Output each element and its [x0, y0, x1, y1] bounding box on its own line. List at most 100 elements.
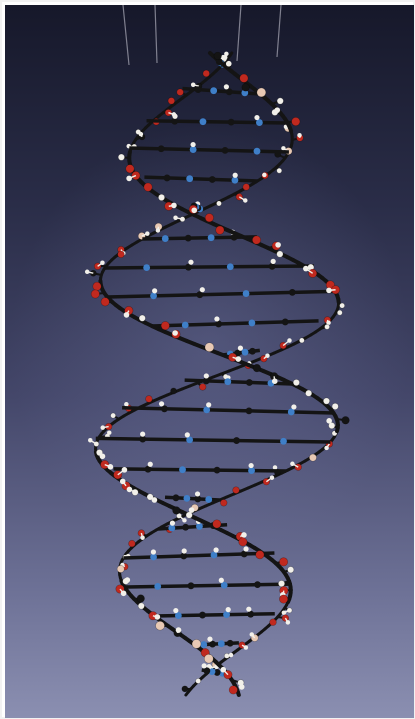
- hydrogen-atom: [171, 202, 177, 209]
- hydrogen-atom: [224, 51, 229, 57]
- hydrogen-atom: [287, 566, 295, 574]
- wire: [122, 5, 130, 66]
- hydrogen-atom: [213, 547, 219, 553]
- nitrogen-atom: [154, 583, 162, 590]
- carbon-atom: [199, 611, 206, 619]
- nitrogen-atom: [241, 348, 249, 356]
- hydrogen-atom: [290, 461, 295, 467]
- hydrogen-atom: [84, 269, 90, 275]
- carbon-atom: [184, 234, 192, 242]
- hydrogen-atom: [271, 378, 278, 384]
- hydrogen-atom: [243, 645, 249, 650]
- hydrogen-atom: [190, 82, 196, 87]
- nitrogen-atom: [241, 89, 249, 97]
- wire: [154, 5, 158, 64]
- hydrogen-atom: [218, 577, 224, 583]
- carbon-atom: [185, 263, 192, 271]
- oxygen-atom: [202, 69, 210, 78]
- carbon-atom: [181, 685, 189, 693]
- hydrogen-atom: [305, 389, 313, 397]
- hydrogen-atom: [276, 167, 283, 174]
- hydrogen-atom: [206, 402, 212, 408]
- hydrogen-atom: [124, 402, 129, 407]
- carbon-atom: [341, 416, 350, 425]
- carbon-atom: [171, 117, 179, 125]
- oxygen-atom: [252, 235, 262, 245]
- nitrogen-atom: [224, 378, 232, 386]
- oxygen-atom: [291, 117, 301, 127]
- carbon-atom: [202, 377, 210, 385]
- nitrogen-atom: [179, 466, 186, 474]
- oxygen-atom: [269, 618, 277, 626]
- oxygen-atom: [125, 164, 135, 174]
- hydrogen-atom: [298, 337, 305, 344]
- hydrogen-atom: [151, 497, 158, 503]
- hydrogen-atom: [243, 546, 249, 552]
- nitrogen-atom: [186, 175, 194, 183]
- carbon-atom: [233, 437, 240, 444]
- phosphorus-atom: [116, 565, 125, 573]
- nitrogen-atom: [196, 523, 203, 530]
- nitrogen-atom: [242, 290, 250, 297]
- carbon-atom: [240, 550, 248, 558]
- phosphorus-atom: [191, 639, 202, 649]
- oxygen-atom: [232, 486, 240, 494]
- wire: [236, 5, 242, 62]
- hydrogen-atom: [199, 287, 205, 293]
- hydrogen-atom: [276, 97, 284, 105]
- nitrogen-atom: [253, 147, 261, 155]
- phosphorus-atom: [155, 620, 165, 631]
- carbon-atom: [208, 176, 216, 183]
- hydrogen-atom: [100, 260, 105, 265]
- hydrogen-atom: [152, 288, 158, 294]
- carbon-atom: [268, 262, 276, 270]
- nitrogen-atom: [205, 496, 213, 503]
- carbon-atom: [225, 88, 233, 96]
- nitrogen-atom: [223, 611, 230, 619]
- hydrogen-atom: [216, 200, 222, 207]
- base-pair-link: [142, 235, 258, 241]
- strand-a-segment: [335, 426, 340, 433]
- oxygen-atom: [143, 182, 153, 192]
- hydrogen-atom: [172, 330, 178, 336]
- carbon-atom: [170, 387, 177, 395]
- hydrogen-atom: [150, 549, 157, 555]
- oxygen-atom: [228, 685, 238, 695]
- hydrogen-atom: [324, 445, 329, 451]
- carbon-atom: [254, 581, 261, 589]
- hydrogen-atom: [120, 590, 127, 597]
- hydrogen-atom: [117, 153, 125, 161]
- hydrogen-atom: [107, 430, 112, 435]
- strand-a-segment: [288, 126, 294, 133]
- nitrogen-atom: [231, 176, 239, 184]
- nitrogen-atom: [287, 408, 295, 416]
- carbon-atom: [136, 594, 145, 603]
- hydrogen-atom: [121, 467, 128, 473]
- nitrogen-atom: [168, 524, 176, 532]
- oxygen-atom: [279, 557, 289, 567]
- hydrogen-atom: [140, 431, 146, 437]
- carbon-atom: [172, 506, 181, 515]
- hydrogen-atom: [154, 614, 161, 620]
- oxygen-atom: [204, 213, 214, 223]
- carbon-atom: [194, 86, 202, 93]
- hydrogen-atom: [145, 231, 150, 236]
- oxygen-atom: [92, 281, 102, 291]
- phosphorus-atom: [309, 453, 317, 462]
- oxygen-atom: [176, 88, 184, 96]
- carbon-atom: [227, 118, 235, 126]
- nitrogen-atom: [183, 494, 191, 502]
- hydrogen-atom: [223, 84, 229, 90]
- phosphorus-atom: [204, 342, 215, 353]
- hydrogen-atom: [214, 316, 220, 322]
- carbon-atom: [241, 83, 250, 92]
- nitrogen-atom: [161, 235, 169, 242]
- strand-a-segment: [235, 690, 241, 697]
- oxygen-atom: [160, 321, 170, 331]
- hydrogen-atom: [155, 228, 161, 233]
- carbon-atom: [245, 407, 253, 415]
- base-pair-link: [95, 436, 331, 444]
- carbon-atom: [182, 523, 190, 531]
- nitrogen-atom: [280, 437, 287, 445]
- hydrogen-atom: [248, 462, 254, 469]
